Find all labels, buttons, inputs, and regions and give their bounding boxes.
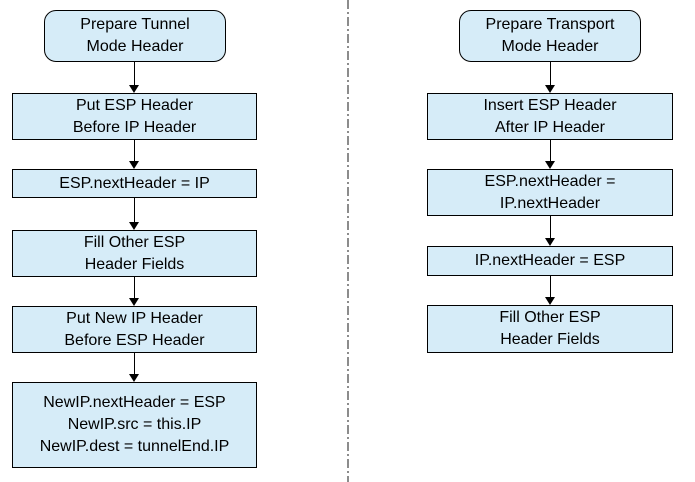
flow-arrow <box>129 353 140 382</box>
flow-arrow <box>545 276 556 305</box>
node-text: IP.nextHeader = ESP <box>474 252 626 269</box>
flow-arrow <box>129 62 140 93</box>
node-put-esp-header-before-ip-header: Put ESP Header Before IP Header <box>12 93 257 140</box>
node-text: Prepare Transport Mode Header <box>485 16 615 55</box>
node-text: ESP.nextHeader = IP <box>59 174 210 192</box>
node-insert-esp-header-after-ip-header: Insert ESP Header After IP Header <box>427 93 673 140</box>
node-text: ESP.nextHeader = IP.nextHeader <box>484 172 616 212</box>
node-fill-other-esp-header-fields-tunnel: Fill Other ESP Header Fields <box>12 230 257 277</box>
node-ip-nextheader-equals-esp: IP.nextHeader = ESP <box>427 246 673 276</box>
flow-arrow <box>129 277 140 306</box>
node-prepare-tunnel-mode-header: Prepare Tunnel Mode Header <box>44 10 226 62</box>
node-text: Insert ESP Header After IP Header <box>483 96 617 136</box>
flow-arrow <box>545 62 556 93</box>
node-text: Prepare Tunnel Mode Header <box>80 16 190 55</box>
node-text: Put ESP Header Before IP Header <box>72 96 197 136</box>
node-prepare-transport-mode-header: Prepare Transport Mode Header <box>459 10 641 62</box>
node-text: Fill Other ESP Header Fields <box>83 233 186 273</box>
node-put-new-ip-header-before-esp-header: Put New IP Header Before ESP Header <box>12 306 257 353</box>
node-esp-nextheader-equals-ip-nextheader: ESP.nextHeader = IP.nextHeader <box>427 169 673 216</box>
node-esp-nextheader-equals-ip: ESP.nextHeader = IP <box>12 169 257 198</box>
node-text: NewIP.nextHeader = ESP NewIP.src = this.… <box>39 394 230 455</box>
node-text: Fill Other ESP Header Fields <box>499 309 601 348</box>
flow-arrow <box>545 140 556 169</box>
flow-arrow <box>129 140 140 169</box>
flow-arrow <box>545 216 556 246</box>
node-newip-assignments: NewIP.nextHeader = ESP NewIP.src = this.… <box>12 382 257 468</box>
node-text: Put New IP Header Before ESP Header <box>64 309 205 349</box>
column-divider <box>347 0 349 482</box>
flow-arrow <box>129 198 140 230</box>
node-fill-other-esp-header-fields-transport: Fill Other ESP Header Fields <box>427 305 673 353</box>
